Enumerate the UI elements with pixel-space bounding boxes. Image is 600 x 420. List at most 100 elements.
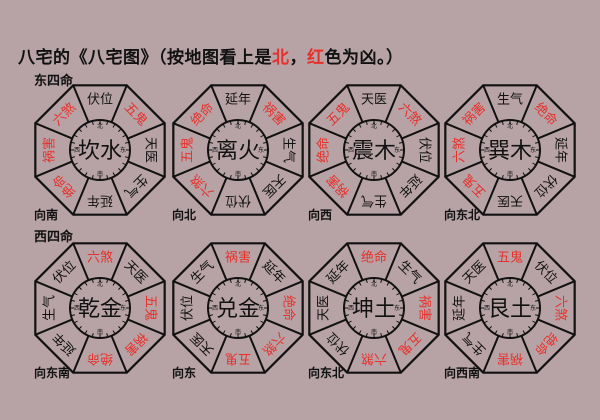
ring-tick [73, 292, 78, 296]
sector-divider [520, 242, 538, 281]
ring-marker-bottom: 南 [371, 328, 377, 336]
sector-label-top: 绝命 [361, 250, 387, 266]
ring-tick [358, 172, 362, 177]
ring-tick [112, 123, 116, 128]
sector-divider [265, 160, 304, 178]
palace-name: 离火 [216, 139, 260, 164]
sector-divider [308, 280, 347, 298]
ring-tick [262, 156, 268, 159]
sector-divider [537, 318, 576, 336]
ring-tick [256, 128, 260, 132]
sector-divider [482, 335, 500, 374]
sector-label-bottom: 祸害 [497, 351, 523, 367]
octagon-outline [34, 84, 166, 216]
ring-tick [380, 174, 383, 180]
ring-tick [386, 281, 390, 286]
ring-tick [365, 332, 368, 338]
ring-tick [483, 320, 488, 324]
facing-direction-label: 向东南 [34, 366, 71, 380]
ring-tick [396, 134, 401, 138]
ring-tick [229, 120, 232, 126]
ring-tick [488, 286, 492, 290]
sector-label-top: 延年 [225, 93, 251, 108]
ring-marker-bottom: 南 [235, 328, 241, 336]
sector-label-bottom: 五鬼 [225, 351, 251, 367]
sector-divider [520, 335, 538, 374]
sector-label-left: 生气 [42, 295, 58, 321]
ring-tick [344, 141, 350, 144]
ring-tick [352, 128, 356, 132]
sector-divider [308, 160, 347, 178]
ring-tick [380, 332, 383, 338]
sector-label-bottom: 延年 [87, 193, 113, 208]
sector-divider [537, 160, 576, 178]
ring-tick [84, 281, 88, 286]
ring-tick [532, 292, 537, 296]
ring-tick [347, 162, 352, 166]
ring-tick [516, 332, 519, 338]
ring-tick [532, 134, 537, 138]
ring-tick [398, 141, 404, 144]
sector-label-right: 六煞 [553, 295, 568, 321]
ring-marker-top: 北 [235, 122, 241, 130]
sector-divider [110, 242, 128, 281]
sector-label-left: 绝命 [316, 137, 332, 163]
section-west-four: 西四命 [34, 230, 74, 245]
ring-tick [260, 320, 265, 324]
sector-label-top: 伏位 [87, 93, 113, 108]
ring-tick [124, 141, 130, 144]
sector-label-top: 祸害 [225, 250, 251, 266]
ring-tick [386, 330, 390, 335]
octagon-outline [172, 242, 304, 374]
ring-tick [112, 330, 116, 335]
ring-tick [78, 326, 82, 330]
ring-tick [91, 332, 94, 338]
sector-divider [127, 160, 166, 178]
ring-tick [91, 174, 94, 180]
ring-tick [244, 278, 247, 284]
ring-marker-bottom: 南 [235, 170, 241, 178]
sector-label-bottom: 绝命 [87, 351, 113, 367]
sector-divider [72, 242, 90, 281]
sector-divider [384, 335, 402, 374]
ring-tick [480, 141, 486, 144]
ring-tick [118, 128, 122, 132]
ring-tick [262, 141, 268, 144]
sector-divider [172, 280, 211, 298]
ring-tick [222, 330, 226, 335]
sector-label-left: 六煞 [453, 137, 468, 163]
facing-direction-label: 向南 [34, 208, 59, 222]
ring-marker-top: 北 [507, 280, 513, 288]
ring-tick [386, 172, 390, 177]
sector-divider [265, 318, 304, 336]
ring-tick [244, 174, 247, 180]
ring-marker-top: 北 [235, 280, 241, 288]
sector-divider [110, 177, 128, 216]
ring-tick [260, 292, 265, 296]
sector-divider [482, 84, 500, 123]
octagon-outline [444, 84, 576, 216]
sector-divider [34, 280, 73, 298]
facing-direction-label: 向东北 [444, 208, 481, 222]
sector-divider [248, 177, 266, 216]
sector-divider [127, 318, 166, 336]
sector-divider [265, 122, 304, 140]
sector-divider [346, 335, 364, 374]
octagon-outline [308, 242, 440, 374]
ring-tick [392, 128, 396, 132]
ring-tick [516, 120, 519, 126]
sector-divider [172, 160, 211, 178]
sector-divider [401, 318, 440, 336]
sector-divider [308, 318, 347, 336]
sector-label-right: 五鬼 [143, 295, 159, 321]
ring-tick [84, 330, 88, 335]
palace-name: 坤土 [352, 297, 396, 322]
ring-tick [211, 320, 216, 324]
sector-label-right: 生气 [281, 137, 297, 163]
ring-tick [534, 156, 540, 159]
